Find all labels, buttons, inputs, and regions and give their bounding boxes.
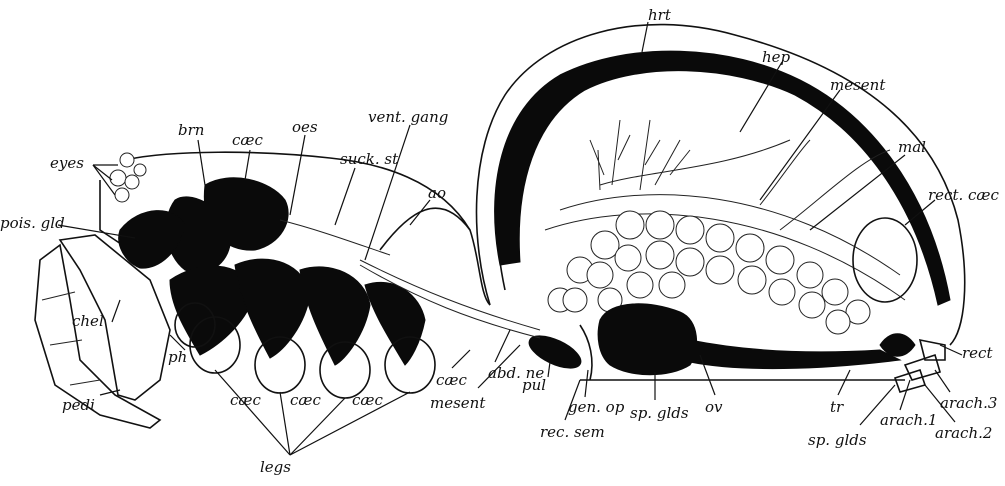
label-caec-top: cæc bbox=[232, 131, 264, 149]
caec-lobe-2 bbox=[235, 259, 310, 358]
label-arach3: arach.3 bbox=[940, 394, 997, 412]
label-caec-legs-4: cæc bbox=[352, 391, 384, 409]
rect-caec bbox=[853, 218, 917, 302]
label-pois-gld: pois. gld bbox=[0, 214, 65, 232]
label-suck-st: suck. st bbox=[340, 150, 399, 168]
label-caec-bottom-right: cæc bbox=[436, 371, 468, 389]
label-mal: mal bbox=[898, 138, 926, 156]
spinning-glands-mass bbox=[598, 304, 696, 375]
label-mesent-bottom: mesent bbox=[430, 394, 486, 412]
spinnerets bbox=[880, 334, 945, 392]
genital-opening bbox=[580, 325, 592, 380]
label-vent-gang: vent. gang bbox=[368, 108, 448, 126]
label-mesent-top: mesent bbox=[830, 76, 886, 94]
label-oes: oes bbox=[292, 118, 318, 136]
ovary-eggs bbox=[548, 211, 870, 334]
label-legs: legs bbox=[260, 458, 291, 476]
label-brn: brn bbox=[178, 121, 204, 139]
label-ao: ao bbox=[428, 184, 446, 202]
label-ov: ov bbox=[705, 398, 723, 416]
label-tr: tr bbox=[830, 398, 844, 416]
hep-line bbox=[600, 140, 790, 185]
label-eyes: eyes bbox=[50, 154, 84, 172]
label-gen-op: gen. op bbox=[568, 398, 625, 416]
mesent-line-1 bbox=[760, 140, 810, 205]
oesophagus bbox=[280, 220, 390, 255]
label-sp-glds-mid: sp. glds bbox=[630, 404, 689, 422]
label-chel: chel bbox=[72, 312, 104, 330]
label-arach1: arach.1 bbox=[880, 411, 937, 429]
label-caec-legs-3: cæc bbox=[290, 391, 322, 409]
label-pedi: pedi bbox=[62, 396, 95, 414]
label-sp-glds-right: sp. glds bbox=[808, 431, 867, 449]
label-arach2: arach.2 bbox=[935, 424, 992, 442]
label-abd-ne: abd. ne bbox=[488, 364, 544, 382]
label-rect: rect bbox=[962, 344, 993, 362]
aorta bbox=[380, 208, 470, 250]
label-caec-legs-2: cæc bbox=[230, 391, 262, 409]
label-hrt: hrt bbox=[648, 6, 672, 24]
malpighian-tubules bbox=[590, 120, 690, 190]
caec-lobe-3 bbox=[300, 267, 370, 365]
label-rect-caec: rect. cæc bbox=[928, 186, 1000, 204]
spinning-glands-ducts bbox=[690, 340, 900, 369]
label-ph: ph bbox=[168, 348, 187, 366]
label-hep: hep bbox=[762, 48, 791, 66]
label-rec-sem: rec. sem bbox=[540, 423, 605, 441]
